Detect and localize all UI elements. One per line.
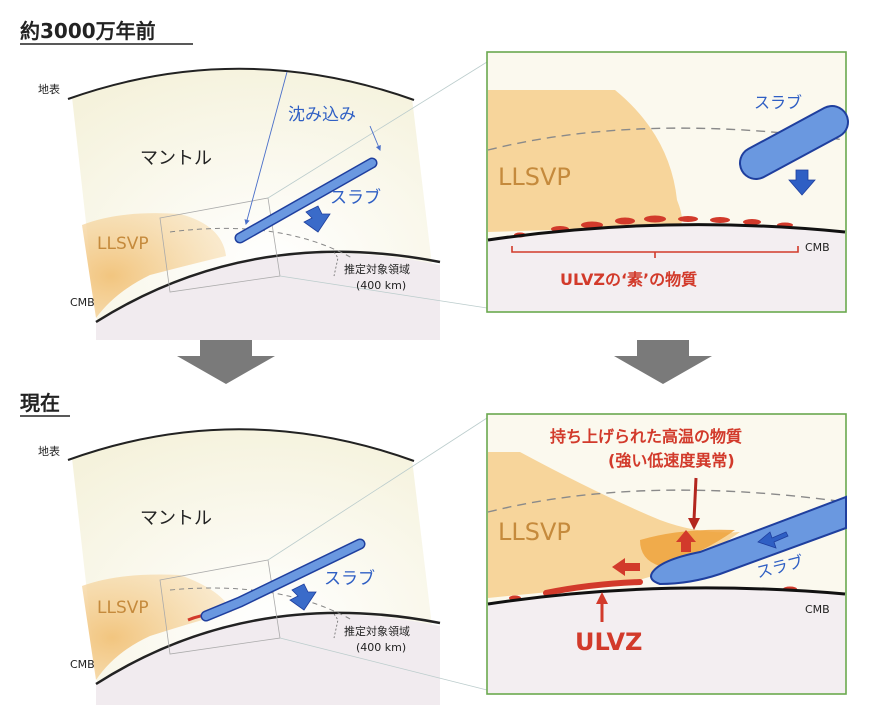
bottom-zoom-ulvz-pointer-head xyxy=(596,592,608,604)
top-zoom-llsvp-label: LLSVP xyxy=(498,163,571,191)
top-mantle-label: マントル xyxy=(140,148,212,169)
bottom-zoom-ulvz xyxy=(543,579,643,596)
right-down-arrow-icon xyxy=(614,340,712,384)
bottom-region-size: (400 km) xyxy=(356,641,406,654)
bottom-zoom-uplift-pointer-head xyxy=(688,518,700,530)
bottom-zoom-ulvz-label: ULVZ xyxy=(575,628,642,656)
bottom-zoom-uplift-sub: (強い低速度異常) xyxy=(608,451,735,470)
bottom-zoom-core xyxy=(488,587,845,693)
top-zoom-slab xyxy=(741,107,847,178)
top-region-size: (400 km) xyxy=(356,279,406,292)
bottom-llsvp-label: LLSVP xyxy=(97,598,149,618)
bottom-llsvp xyxy=(82,574,232,680)
top-slab-motion-icon xyxy=(303,205,331,233)
top-overview-panel: 約3000万年前 地表 マントル 沈み込み スラブ LLSVP CM xyxy=(20,19,488,340)
bottom-zoom-uplift-pointer xyxy=(692,477,698,521)
bottom-cmb-line xyxy=(95,611,441,686)
top-zoom-ulvz-bracket xyxy=(511,246,799,258)
bottom-core xyxy=(96,614,440,705)
bottom-zoom-slab xyxy=(650,495,847,586)
bottom-slab xyxy=(202,540,364,620)
bottom-slab-label: スラブ xyxy=(324,568,375,589)
top-zoom-connector-upper xyxy=(267,61,488,199)
bottom-zoom-connector-lower xyxy=(279,637,488,691)
top-llsvp xyxy=(82,213,226,318)
top-surface-label: 地表 xyxy=(38,82,60,96)
top-cmb-label: CMB xyxy=(70,296,95,309)
bottom-slab-motion-icon xyxy=(289,583,317,611)
top-core xyxy=(96,253,440,340)
top-llsvp-label: LLSVP xyxy=(97,234,149,254)
top-sinking-arrow-2 xyxy=(369,125,381,151)
top-zoom-cmb-line xyxy=(487,223,846,242)
bottom-zoom-connector-upper xyxy=(267,417,488,561)
top-region-label: 推定対象領域 xyxy=(344,262,410,276)
bottom-zoom-uplift-label: 持ち上げられた高温の物質 xyxy=(550,427,742,446)
top-sinking-arrow-1 xyxy=(244,71,288,226)
bottom-surface-line xyxy=(67,428,415,462)
top-zoom-slab-label: スラブ xyxy=(754,93,802,112)
bottom-surface-label: 地表 xyxy=(38,444,60,458)
bottom-heading: 現在 xyxy=(20,391,60,415)
bottom-zoom-cmb-label: CMB xyxy=(805,603,830,616)
top-slab-label: スラブ xyxy=(330,187,381,208)
bottom-mantle-label: マントル xyxy=(140,508,212,529)
bottom-zoom-llsvp-label: LLSVP xyxy=(498,518,571,546)
bottom-zoom-cmb-line xyxy=(487,586,846,606)
top-zoom-connector-lower xyxy=(279,275,488,309)
top-zoom-slab-motion-icon xyxy=(788,169,816,196)
bottom-cmb-label: CMB xyxy=(70,658,95,671)
top-cmb-line xyxy=(95,250,441,324)
top-zoom-core xyxy=(488,224,845,311)
bottom-zoom-lateral-arrow-icon xyxy=(612,558,640,576)
top-dashed-boundary xyxy=(169,227,353,259)
top-zoom-llsvp xyxy=(488,90,682,232)
bottom-zoom-panel: 持ち上げられた高温の物質 (強い低速度異常) LLSVP スラブ CMB ULV… xyxy=(486,413,847,695)
top-sinking-label: 沈み込み xyxy=(288,105,356,125)
top-surface-line xyxy=(67,67,415,101)
bottom-zoom-dashed-boundary xyxy=(487,489,846,513)
top-slab xyxy=(236,159,376,242)
bottom-zoom-upward-arrow-icon xyxy=(676,530,696,552)
top-zoom-panel: スラブ LLSVP CMB ULVZの‘素’の物質 xyxy=(486,51,849,313)
top-zoom-cmb-label: CMB xyxy=(805,241,830,254)
left-down-arrow-icon xyxy=(177,340,275,384)
top-zoom-ulvz-label: ULVZの‘素’の物質 xyxy=(560,270,697,289)
top-heading: 約3000万年前 xyxy=(20,19,156,43)
bottom-region-label: 推定対象領域 xyxy=(344,624,410,638)
bottom-overview-panel: 現在 地表 マントル スラブ LLSVP CMB 推定対象領域 (400 km) xyxy=(20,391,488,705)
bottom-zoom-slab-motion-icon xyxy=(757,531,789,549)
